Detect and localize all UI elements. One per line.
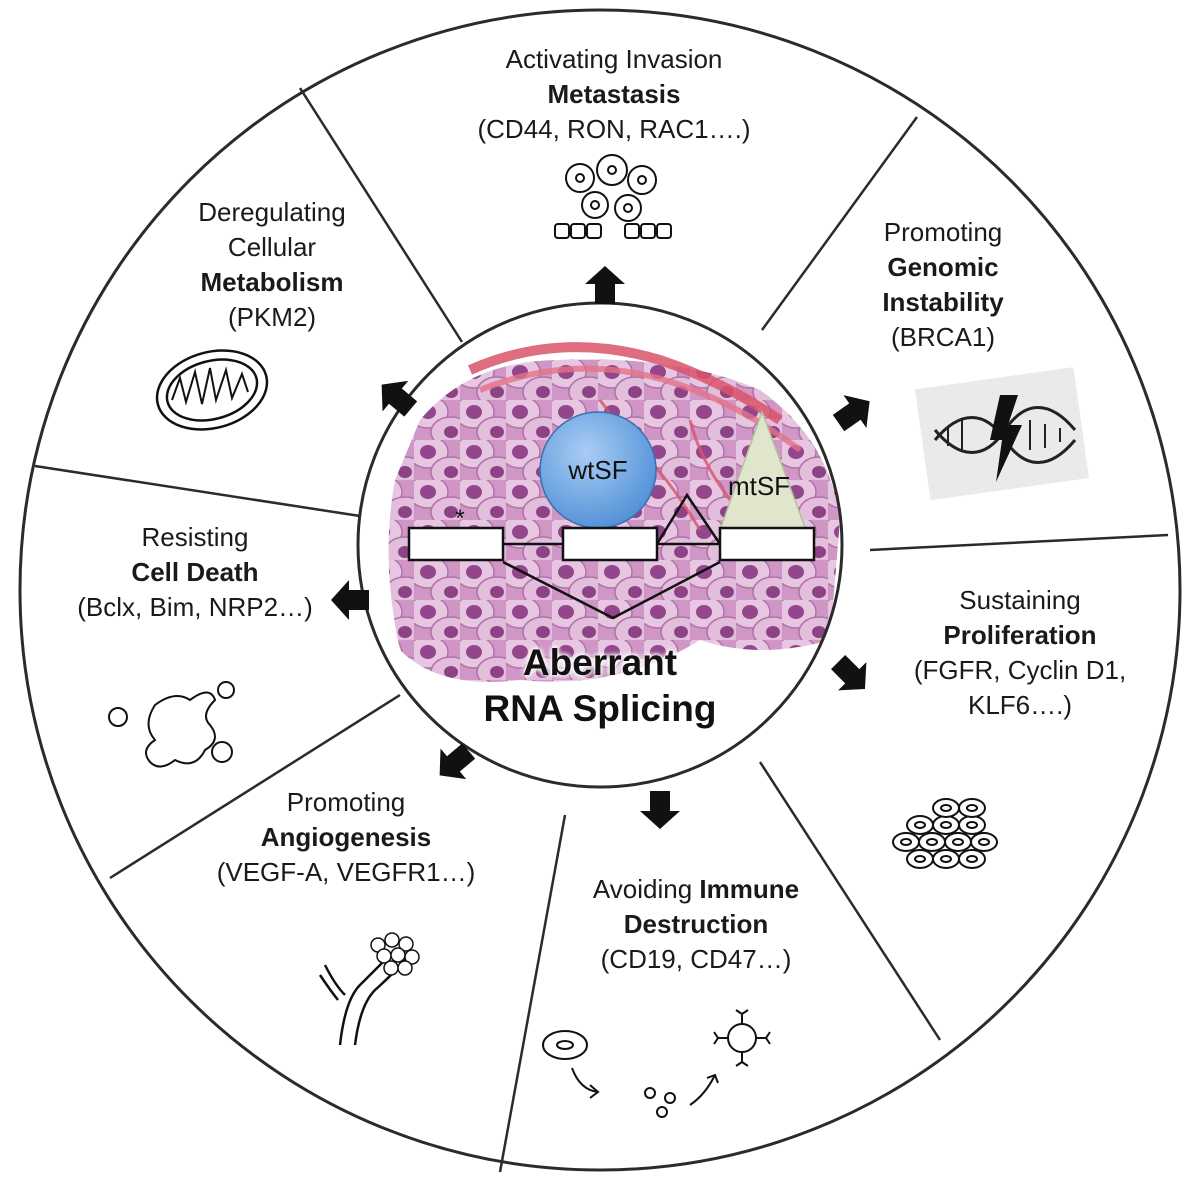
arrow-angiogenesis xyxy=(439,743,476,780)
dna-lightning-icon xyxy=(914,367,1089,501)
divider-line xyxy=(758,761,942,1041)
arrow-metabolism xyxy=(381,380,418,417)
angiogenesis-genes: (VEGF-A, VEGFR1…) xyxy=(216,857,476,887)
exon-3 xyxy=(718,526,816,562)
divider-line xyxy=(34,464,361,518)
divider-line xyxy=(760,116,919,331)
metabolism-genes: (PKM2) xyxy=(227,302,317,332)
hallmark-angiogenesis: Promoting Angiogenesis (VEGF-A, VEGFR1…) xyxy=(217,785,476,890)
splicing-lines xyxy=(502,492,722,620)
center-title-line1: Aberrant xyxy=(522,642,678,683)
metabolism-line1: Deregulating xyxy=(198,197,346,227)
arrow-proliferation xyxy=(831,655,867,691)
angiogenesis-bold: Angiogenesis xyxy=(260,822,432,852)
immune-plain: Avoiding xyxy=(592,874,700,904)
divider-line xyxy=(298,87,464,343)
genomic-genes: (BRCA1) xyxy=(890,322,996,352)
proliferation-genes1: (FGFR, Cyclin D1, xyxy=(913,655,1127,685)
hallmark-metabolism: Deregulating Cellular Metabolism (PKM2) xyxy=(198,195,345,335)
genomic-bold2: Instability xyxy=(882,287,1004,317)
metastasis-genes: (CD44, RON, RAC1….) xyxy=(477,114,751,144)
genomic-bold1: Genomic xyxy=(887,252,999,282)
immune-icon xyxy=(542,1009,771,1118)
cell-death-genes: (Bclx, Bim, NRP2…) xyxy=(77,592,313,622)
exon-1 xyxy=(407,526,505,562)
arrow-metastasis xyxy=(585,266,625,304)
divider-line xyxy=(109,693,401,880)
sector-dividers xyxy=(34,87,1169,1173)
arrow-immune xyxy=(640,791,680,829)
hallmark-cell-death: Resisting Cell Death (Bclx, Bim, NRP2…) xyxy=(77,520,312,625)
metabolism-line2: Cellular xyxy=(227,232,317,262)
metastasis-line1: Activating Invasion xyxy=(505,44,723,74)
mutation-asterisk: * xyxy=(455,505,464,532)
proliferation-line1: Sustaining xyxy=(959,585,1081,615)
immune-bold1: Immune xyxy=(699,874,800,904)
angiogenesis-vessels-icon xyxy=(318,932,420,1046)
divider-line xyxy=(498,814,567,1173)
divider-line xyxy=(869,533,1169,552)
hallmark-arrows xyxy=(331,266,870,829)
genomic-line1: Promoting xyxy=(883,217,1003,247)
hallmark-metastasis: Activating Invasion Metastasis (CD44, RO… xyxy=(477,42,750,147)
wtsf-label: wtSF xyxy=(567,455,627,485)
exon-2 xyxy=(561,526,659,562)
arrow-cell-death xyxy=(331,580,369,620)
cell-cluster-icon xyxy=(892,798,998,869)
metabolism-bold: Metabolism xyxy=(200,267,344,297)
proliferation-bold: Proliferation xyxy=(943,620,1097,650)
hallmark-proliferation: Sustaining Proliferation (FGFR, Cyclin D… xyxy=(914,583,1126,723)
immune-bold2: Destruction xyxy=(623,909,769,939)
hallmark-immune-destruction: Avoiding Immune Destruction (CD19, CD47…… xyxy=(593,872,799,977)
center-title: Aberrant RNA Splicing xyxy=(484,640,717,732)
mtsf-label: mtSF xyxy=(728,471,790,501)
cell-death-icon xyxy=(108,681,235,768)
metastasis-cells-icon xyxy=(554,154,672,239)
angiogenesis-line1: Promoting xyxy=(286,787,406,817)
mitochondrion-icon xyxy=(155,349,269,431)
hallmark-genomic-instability: Promoting Genomic Instability (BRCA1) xyxy=(882,215,1003,355)
proliferation-genes2: KLF6….) xyxy=(967,690,1073,720)
immune-genes: (CD19, CD47…) xyxy=(600,944,792,974)
cell-death-bold: Cell Death xyxy=(131,557,259,587)
cell-death-line1: Resisting xyxy=(141,522,249,552)
metastasis-bold: Metastasis xyxy=(547,79,681,109)
center-title-line2: RNA Splicing xyxy=(483,688,717,729)
arrow-genomic xyxy=(832,395,870,432)
